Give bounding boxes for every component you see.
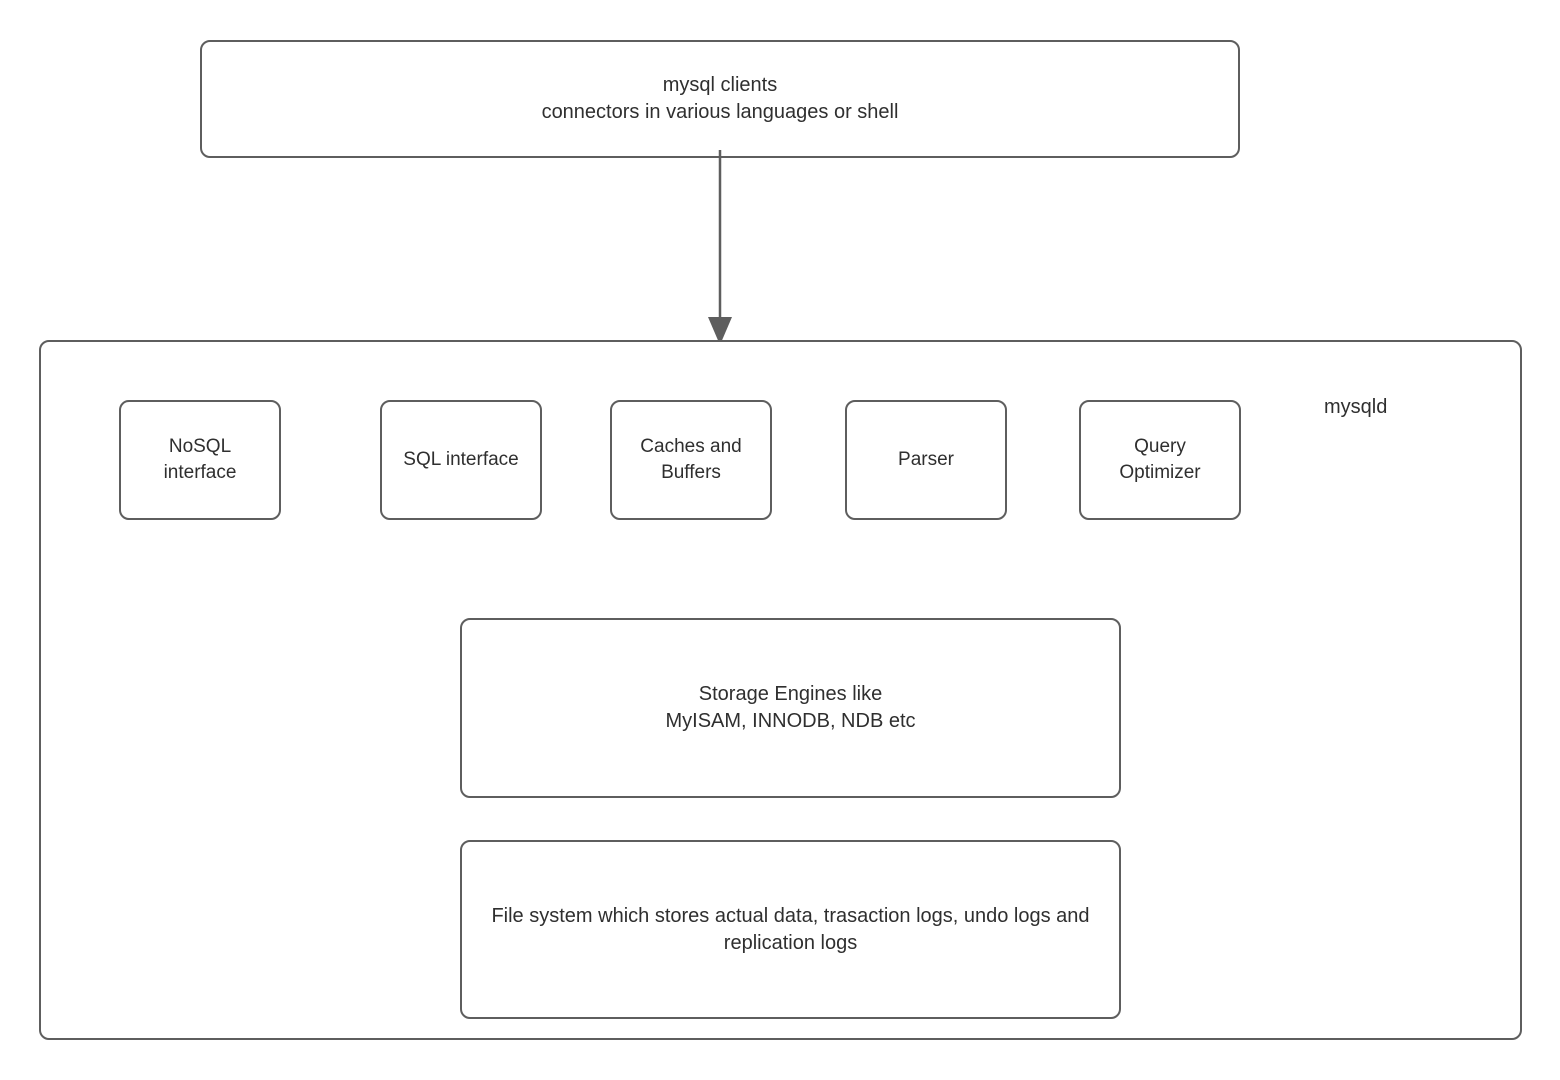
component-label: Caches and Buffers (640, 436, 742, 483)
component-label: NoSQL interface (163, 436, 237, 483)
file-system-box: File system which stores actual data, tr… (460, 840, 1121, 1019)
component-nosql-interface: NoSQL interface (119, 400, 281, 520)
component-sql-interface: SQL interface (380, 400, 542, 520)
component-caches-and-buffers: Caches and Buffers (610, 400, 772, 520)
component-query-optimizer: Query Optimizer (1079, 400, 1241, 520)
file-system-label: File system which stores actual data, tr… (491, 904, 1090, 954)
storage-engines-label: Storage Engines like MyISAM, INNODB, NDB… (665, 683, 916, 732)
mysqld-title-label: mysqld (1324, 396, 1388, 418)
component-label: SQL interface (403, 449, 519, 471)
mysql-clients-box: mysql clients connectors in various lang… (200, 40, 1240, 158)
clients-to-mysqld-arrow (708, 150, 732, 345)
component-label: Query Optimizer (1119, 436, 1201, 483)
component-parser: Parser (845, 400, 1007, 520)
storage-engines-box: Storage Engines like MyISAM, INNODB, NDB… (460, 618, 1121, 798)
arrow-head-icon (708, 317, 732, 345)
component-label: Parser (898, 449, 954, 471)
mysql-clients-label: mysql clients connectors in various lang… (541, 74, 899, 123)
